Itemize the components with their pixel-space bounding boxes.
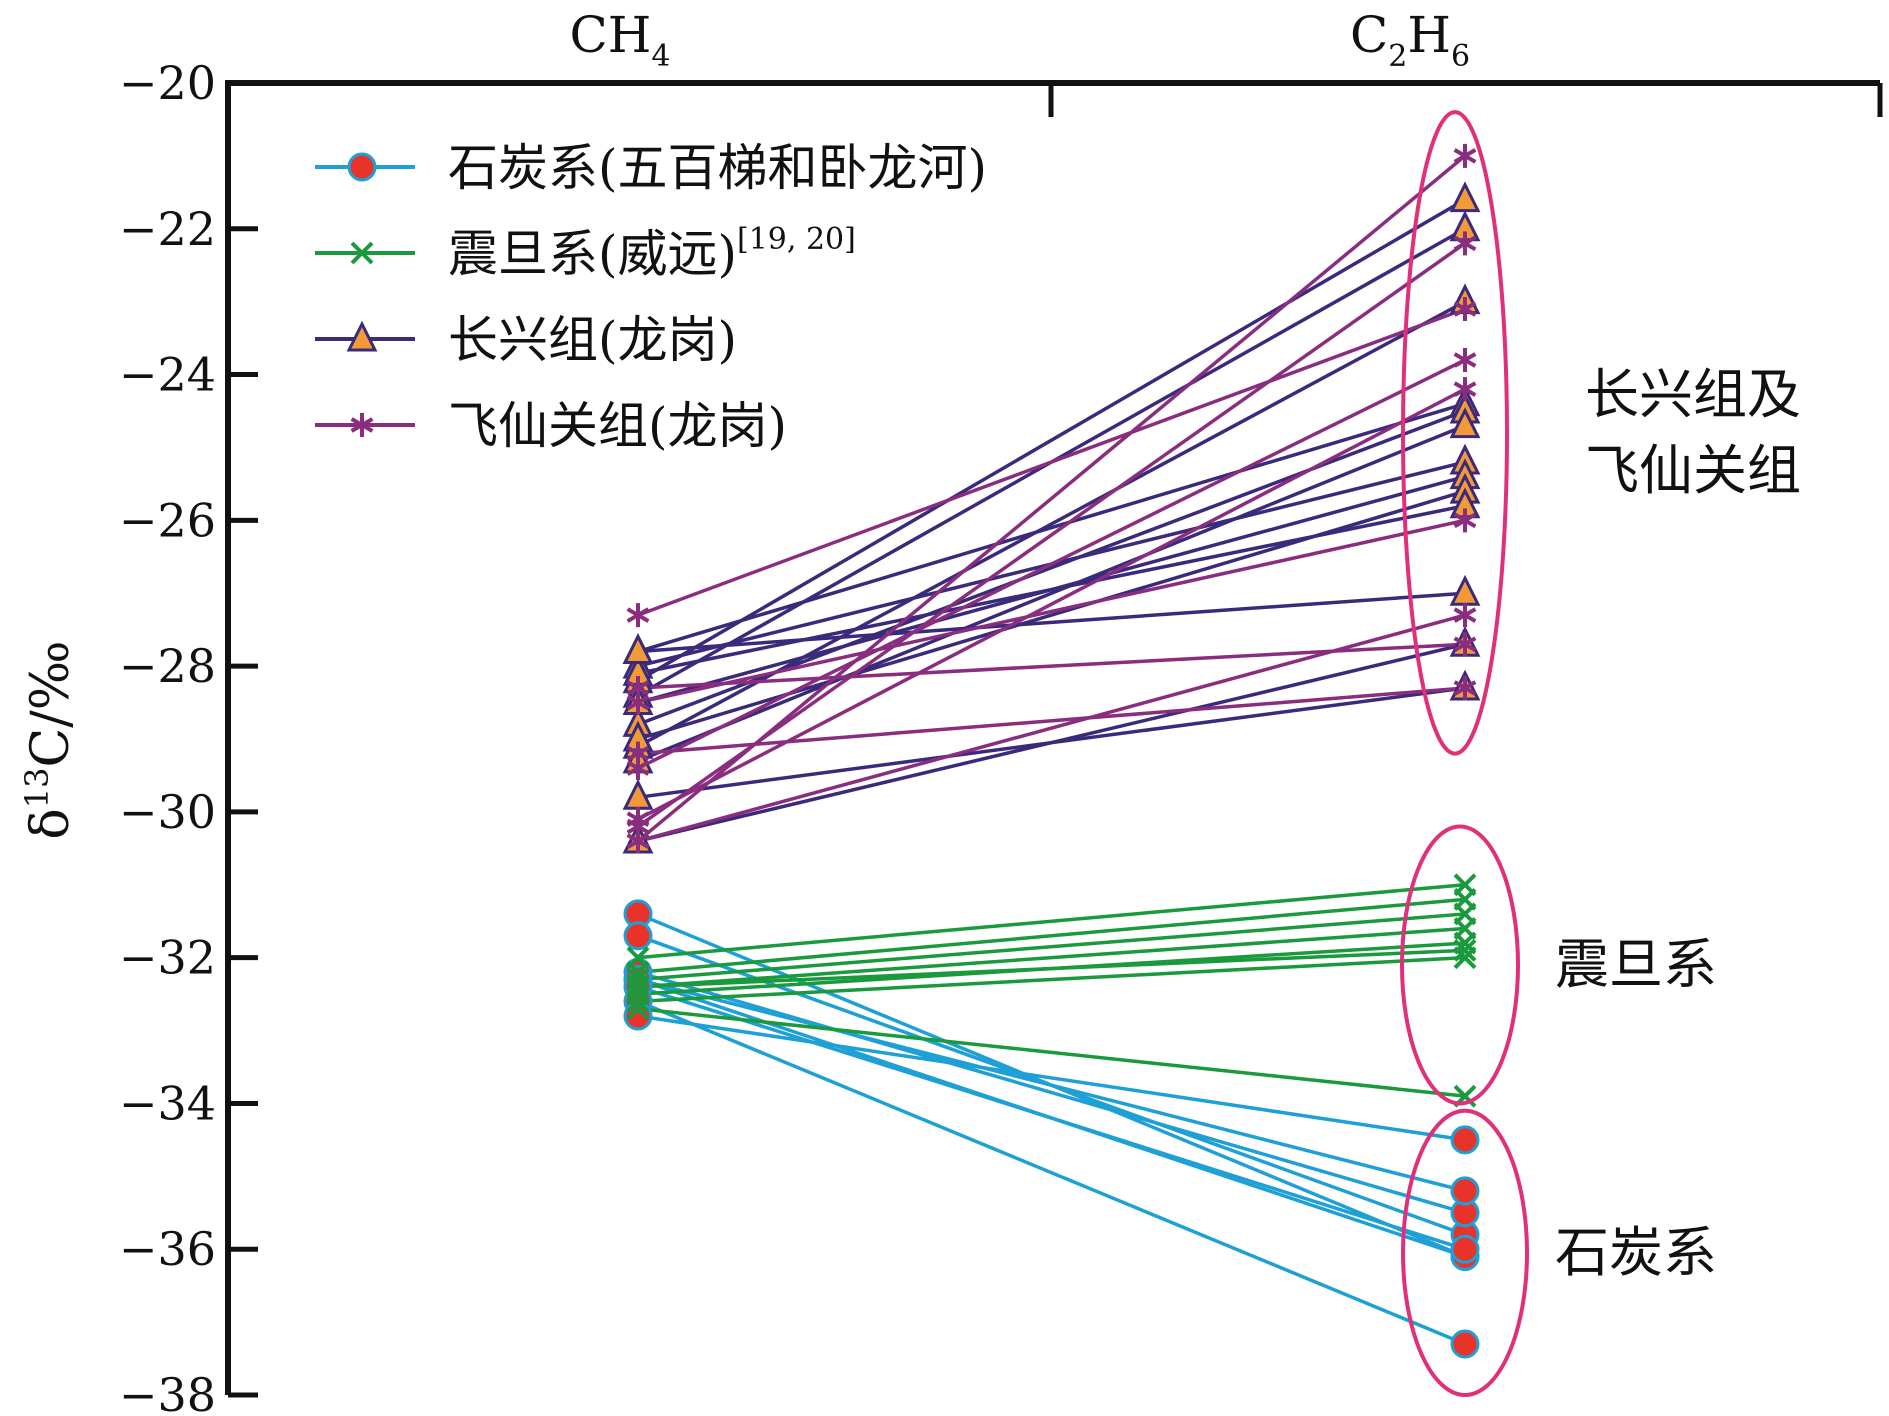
legend-label: 石炭系(五百梯和卧龙河) — [448, 139, 987, 197]
y-tick-label: −38 — [119, 1368, 216, 1416]
marker-asterisk-c2h6 — [1453, 296, 1477, 321]
series-line-triangle — [637, 300, 1466, 748]
legend-marker-triangle — [346, 320, 378, 352]
group-ellipse — [1401, 110, 1509, 756]
y-label-sup: 13 — [18, 768, 56, 809]
marker-circle-c2h6 — [1450, 1176, 1480, 1206]
marker-circle-c2h6 — [1450, 1125, 1480, 1155]
marker-x-c2h6 — [1453, 946, 1477, 970]
marker-circle-c2h6 — [1450, 1329, 1480, 1359]
series-line-x — [637, 1006, 1466, 1098]
marker-triangle-c2h6 — [1449, 181, 1481, 213]
series-line-x — [637, 926, 1466, 989]
y-tick-label: −26 — [119, 493, 216, 547]
group-ellipses — [1400, 110, 1529, 1398]
marker-circle-ch4 — [623, 921, 653, 951]
category-labels: CH4 C2H6 — [570, 6, 1471, 74]
series-line-asterisk — [637, 642, 1466, 690]
svg-text:δ13C/‰: δ13C/‰ — [18, 640, 81, 839]
series-line-x — [637, 897, 1466, 974]
series-line-triangle — [637, 198, 1466, 683]
series-lines — [636, 154, 1467, 1346]
marker-x-ch4 — [626, 997, 650, 1021]
series-line-triangle — [637, 504, 1466, 676]
series-line-triangle — [637, 402, 1466, 654]
y-label-rest: C/‰ — [21, 640, 81, 767]
group-ellipse — [1400, 824, 1520, 1106]
y-tick-label: −24 — [119, 348, 216, 402]
marker-asterisk-c2h6 — [1453, 508, 1477, 533]
legend-marker-x — [350, 241, 374, 265]
y-tick-label: −22 — [119, 202, 216, 256]
marker-asterisk-c2h6 — [1453, 347, 1477, 372]
y-tick-label: −30 — [119, 785, 216, 839]
category-ch4: CH4 — [570, 6, 671, 74]
annotation-label: 石炭系 — [1555, 1221, 1717, 1284]
series-markers — [622, 143, 1481, 1359]
legend-label: 飞仙关组(龙岗) — [448, 397, 787, 455]
group-ellipse — [1401, 1108, 1529, 1398]
marker-asterisk-c2h6 — [1453, 603, 1477, 628]
series-line-circle — [637, 970, 1466, 1215]
series-line-triangle — [637, 686, 1466, 800]
marker-asterisk-c2h6 — [1453, 143, 1477, 168]
annotation-label: 长兴组及 — [1585, 363, 1801, 426]
series-line-circle — [637, 985, 1466, 1251]
series-line-circle — [637, 999, 1466, 1346]
series-line-asterisk — [637, 307, 1466, 617]
series-line-x — [637, 955, 1466, 1004]
marker-asterisk-c2h6 — [1453, 231, 1477, 256]
category-c2h6: C2H6 — [1350, 6, 1470, 74]
y-axis-label: δ13C/‰ — [18, 640, 81, 839]
series-line-asterisk — [637, 518, 1466, 705]
marker-asterisk-ch4 — [626, 741, 650, 766]
marker-triangle-ch4 — [622, 633, 654, 665]
marker-x-ch4 — [626, 989, 650, 1013]
series-line-triangle — [637, 591, 1466, 654]
legend-text: 长兴组(龙岗) — [448, 311, 737, 369]
marker-triangle-c2h6 — [1449, 407, 1481, 439]
legend-citation: [19, 20] — [737, 222, 856, 257]
marker-asterisk-c2h6 — [1453, 632, 1477, 657]
legend-marker-circle — [347, 152, 377, 182]
legend-text: 飞仙关组(龙岗) — [448, 397, 787, 455]
legend-text: 石炭系(五百梯和卧龙河) — [448, 139, 987, 197]
series-line-asterisk — [637, 686, 1466, 756]
series-line-asterisk — [637, 387, 1466, 821]
marker-asterisk-c2h6 — [1453, 675, 1477, 700]
annotation-label: 震旦系 — [1555, 933, 1717, 996]
axes: −20 −22 −24 −26 −28 −30 −32 −34 −36 −38 — [119, 56, 1883, 1416]
y-tick-label: −34 — [119, 1076, 216, 1130]
marker-asterisk-c2h6 — [1453, 377, 1477, 402]
series-line-asterisk — [636, 241, 1467, 828]
series-line-circle — [637, 977, 1466, 1193]
legend-text: 震旦系(威远) — [448, 225, 737, 283]
legend-label: 震旦系(威远)[19, 20] — [448, 222, 856, 283]
y-tick-label: −20 — [119, 56, 216, 110]
series-line-asterisk — [636, 154, 1467, 843]
series-line-x — [637, 912, 1466, 982]
legend: 石炭系(五百梯和卧龙河) 震旦系(威远)[19, 20] 长兴组(龙岗) 飞仙关组(龙… — [315, 139, 987, 455]
legend-marker-asterisk — [350, 413, 374, 437]
marker-asterisk-ch4 — [626, 603, 650, 628]
series-line-circle — [637, 1014, 1466, 1142]
y-tick-label: −36 — [119, 1222, 216, 1276]
marker-asterisk-ch4 — [626, 829, 650, 854]
y-tick-label: −32 — [119, 931, 216, 985]
series-line-triangle — [637, 423, 1466, 763]
marker-circle-c2h6 — [1450, 1234, 1480, 1264]
marker-x-c2h6 — [1453, 938, 1477, 962]
series-line-x — [637, 883, 1466, 960]
y-tick-label: −28 — [119, 639, 216, 693]
series-line-x — [637, 948, 1466, 989]
marker-asterisk-ch4 — [626, 675, 650, 700]
marker-triangle-c2h6 — [1449, 574, 1481, 606]
series-line-asterisk — [637, 358, 1466, 770]
y-label-delta: δ — [21, 808, 81, 839]
marker-asterisk-ch4 — [626, 807, 650, 832]
annotation-label: 飞仙关组 — [1585, 439, 1801, 502]
legend-label: 长兴组(龙岗) — [448, 311, 737, 369]
